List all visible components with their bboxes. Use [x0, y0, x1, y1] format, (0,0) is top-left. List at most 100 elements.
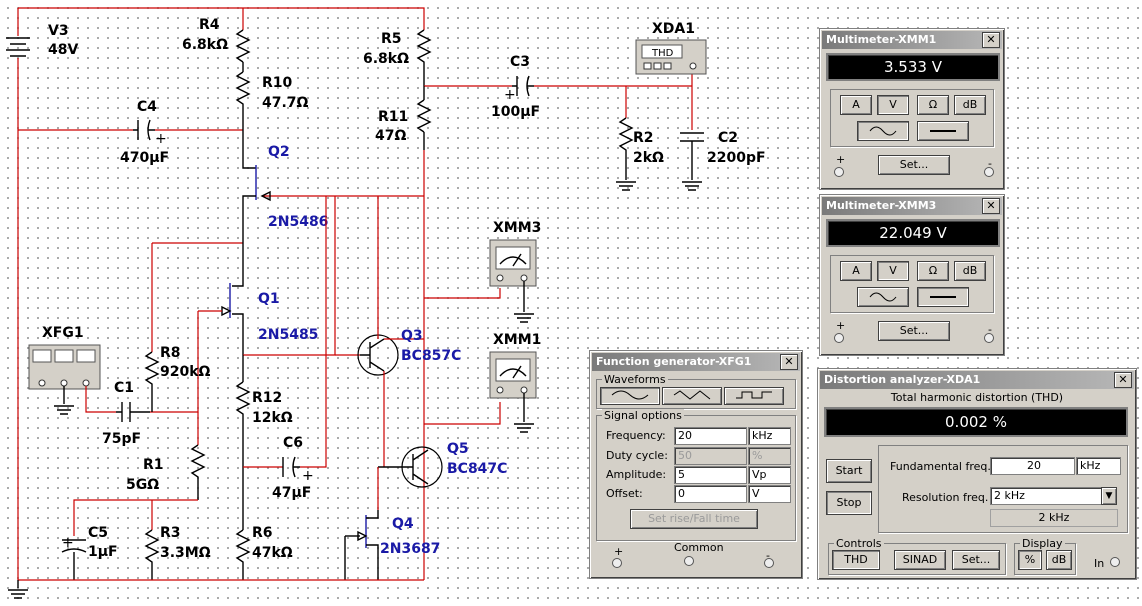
fundamental-freq-unit[interactable]: kHz: [1076, 457, 1121, 475]
r3-resistor[interactable]: [144, 529, 160, 580]
q5-model: BC847C: [447, 461, 507, 477]
sine-wave-button[interactable]: [600, 387, 660, 405]
q4-jfet[interactable]: [344, 510, 379, 580]
ohmmeter-button[interactable]: Ω: [917, 261, 949, 281]
ammeter-button[interactable]: A: [840, 95, 872, 115]
offset-label: Offset:: [606, 487, 643, 500]
r2-resistor[interactable]: [618, 117, 634, 180]
xda1-ref: XDA1: [652, 21, 695, 37]
xmm3-instrument[interactable]: [489, 239, 537, 287]
plus-terminal[interactable]: [612, 558, 622, 568]
dropdown-arrow-icon[interactable]: ▼: [1101, 487, 1117, 505]
decibel-button[interactable]: dB: [954, 261, 986, 281]
r5-resistor[interactable]: [416, 29, 432, 86]
amplitude-unit[interactable]: Vp: [748, 466, 791, 484]
c5-value: 1µF: [88, 544, 118, 560]
voltmeter-button[interactable]: V: [877, 95, 909, 115]
r1-resistor[interactable]: [190, 444, 206, 500]
duty-cycle-unit[interactable]: %: [748, 447, 791, 465]
ammeter-button[interactable]: A: [840, 261, 872, 281]
c6-capacitor[interactable]: [282, 456, 300, 478]
close-button[interactable]: ✕: [982, 198, 1000, 214]
r4-ref: R4: [199, 17, 220, 33]
minus-terminal[interactable]: [764, 558, 774, 568]
fundamental-freq-input[interactable]: 20: [990, 457, 1075, 475]
multimeter-xmm3-window[interactable]: Multimeter-XMM3 ✕ 22.049 V A V Ω dB + Se…: [819, 194, 1005, 356]
xmm1-instrument[interactable]: [489, 351, 537, 399]
percent-button[interactable]: %: [1018, 550, 1042, 570]
frequency-input[interactable]: 20: [674, 427, 747, 445]
plus-terminal[interactable]: [834, 167, 844, 177]
input-terminal[interactable]: [1110, 557, 1120, 567]
common-terminal[interactable]: [684, 556, 694, 566]
c2-capacitor[interactable]: [680, 132, 704, 180]
function-generator-window[interactable]: Function generator-XFG1 ✕ Waveforms Sign…: [589, 350, 803, 579]
q3-pnp-transistor[interactable]: [357, 196, 424, 467]
resolution-freq-readout: 2 kHz: [990, 509, 1118, 527]
r12-resistor[interactable]: [235, 381, 251, 530]
q1-model: 2N5485: [258, 327, 318, 343]
set-button[interactable]: Set...: [952, 550, 1000, 570]
frequency-unit[interactable]: kHz: [748, 427, 791, 445]
q2-jfet[interactable]: [242, 165, 424, 240]
r6-resistor[interactable]: [235, 529, 251, 580]
xfg1-instrument[interactable]: [28, 344, 101, 390]
r10-resistor[interactable]: [235, 71, 251, 118]
start-button[interactable]: Start: [826, 459, 872, 483]
set-rise-fall-button[interactable]: Set rise/Fall time: [630, 509, 758, 529]
v3-battery-symbol[interactable]: [6, 8, 30, 580]
r11-resistor[interactable]: [416, 86, 432, 150]
close-button[interactable]: ✕: [780, 354, 798, 370]
minus-terminal[interactable]: [984, 167, 994, 177]
distortion-analyzer-titlebar[interactable]: Distortion analyzer-XDA1 ✕: [820, 371, 1134, 389]
duty-cycle-input[interactable]: 50: [674, 447, 747, 465]
dc-mode-button[interactable]: [917, 121, 969, 141]
q5-npn-transistor[interactable]: [378, 446, 443, 488]
xda1-instrument[interactable]: [635, 39, 707, 75]
voltmeter-button[interactable]: V: [877, 261, 909, 281]
minus-terminal[interactable]: [984, 333, 994, 343]
square-wave-button[interactable]: [724, 387, 784, 405]
ac-mode-button[interactable]: [857, 121, 909, 141]
c4-capacitor[interactable]: [133, 119, 155, 141]
offset-unit[interactable]: V: [748, 485, 791, 503]
multimeter-xmm1-titlebar[interactable]: Multimeter-XMM1 ✕: [822, 31, 1002, 49]
amplitude-input[interactable]: 5: [674, 466, 747, 484]
c6-ref: C6: [283, 435, 303, 451]
r8-resistor[interactable]: [144, 351, 160, 412]
multimeter-xmm1-window[interactable]: Multimeter-XMM1 ✕ 3.533 V A V Ω dB + Set…: [819, 28, 1005, 190]
plus-terminal-label: +: [614, 545, 624, 558]
sine-wave-icon: [869, 126, 897, 136]
r4-resistor[interactable]: [235, 29, 251, 63]
c3-capacitor[interactable]: [512, 75, 534, 97]
r1-value: 5GΩ: [126, 477, 159, 493]
close-button[interactable]: ✕: [1114, 372, 1132, 388]
stop-button[interactable]: Stop: [826, 491, 872, 515]
plus-terminal[interactable]: [834, 333, 844, 343]
sinad-button[interactable]: SINAD: [894, 550, 946, 570]
distortion-analyzer-window[interactable]: Distortion analyzer-XDA1 ✕ Total harmoni…: [817, 368, 1137, 580]
ohmmeter-button[interactable]: Ω: [917, 95, 949, 115]
minus-terminal-label: -: [988, 323, 992, 336]
close-button[interactable]: ✕: [982, 32, 1000, 48]
resolution-freq-select[interactable]: 2 kHz: [990, 487, 1105, 505]
c1-capacitor[interactable]: [116, 402, 150, 422]
function-generator-titlebar[interactable]: Function generator-XFG1 ✕: [592, 353, 800, 371]
multimeter-xmm3-title: Multimeter-XMM3: [826, 199, 937, 212]
set-button[interactable]: Set...: [878, 155, 950, 175]
db-button[interactable]: dB: [1046, 550, 1072, 570]
c5-capacitor[interactable]: [61, 539, 87, 580]
c3-ref: C3: [510, 54, 530, 70]
set-button[interactable]: Set...: [878, 321, 950, 341]
q1-jfet[interactable]: [221, 283, 244, 355]
multimeter-xmm3-titlebar[interactable]: Multimeter-XMM3 ✕: [822, 197, 1002, 215]
offset-input[interactable]: 0: [674, 485, 747, 503]
triangle-wave-button[interactable]: [662, 387, 722, 405]
thd-button[interactable]: THD: [832, 550, 880, 570]
decibel-button[interactable]: dB: [954, 95, 986, 115]
dc-mode-button[interactable]: [917, 287, 969, 307]
sine-wave-icon: [611, 390, 649, 400]
ac-mode-button[interactable]: [857, 287, 909, 307]
triangle-wave-icon: [673, 390, 711, 400]
q5-ref: Q5: [447, 441, 469, 457]
